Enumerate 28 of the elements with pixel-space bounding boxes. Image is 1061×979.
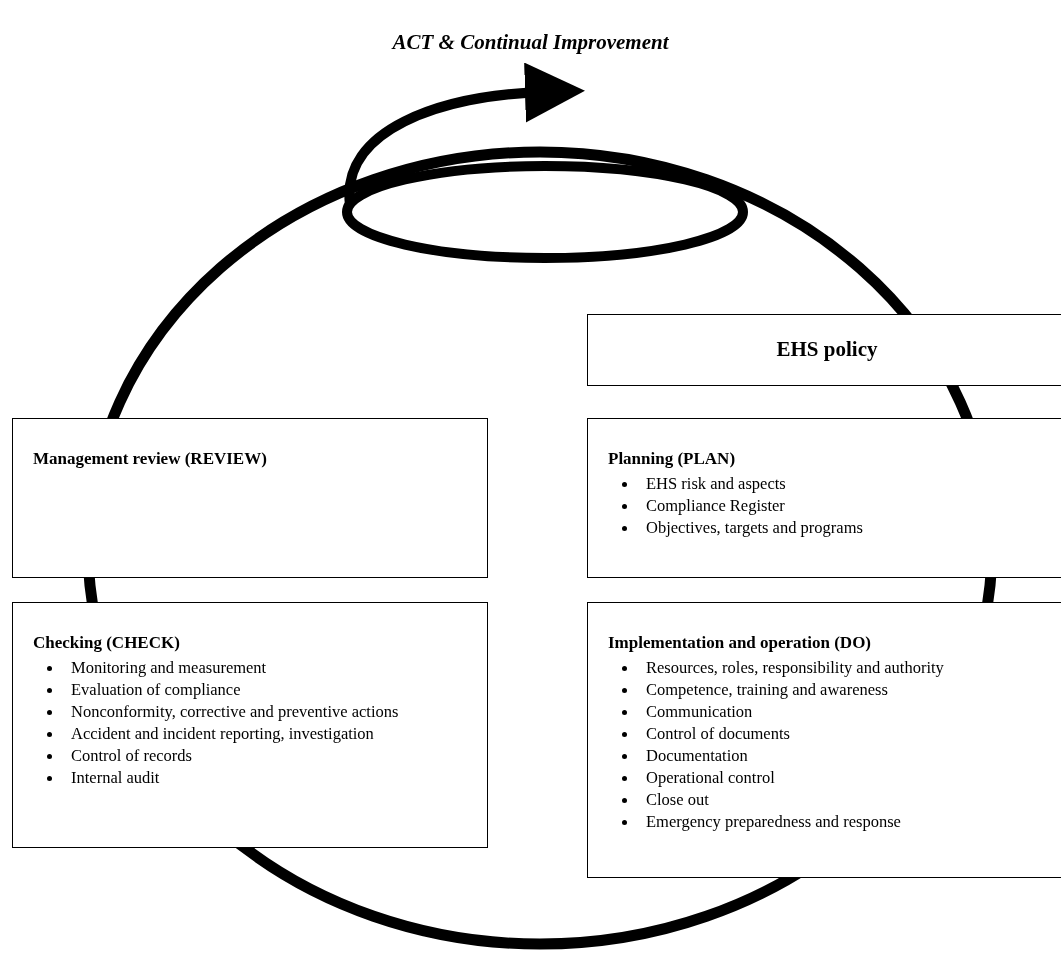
bullet-item: Emergency preparedness and response [646, 812, 901, 831]
box-heading: Management review (REVIEW) [33, 449, 267, 469]
box-heading: EHS policy [775, 337, 879, 362]
bullet-item: Internal audit [71, 768, 160, 787]
title: ACT & Continual Improvement [390, 30, 670, 55]
text-box [12, 418, 488, 578]
bullet-item: Control of records [71, 746, 192, 765]
bullet-item: Control of documents [646, 724, 790, 743]
bullet-item: Documentation [646, 746, 748, 765]
box-heading: Planning (PLAN) [608, 449, 736, 469]
text-box [587, 314, 1061, 386]
bullet-item: Evaluation of compliance [71, 680, 241, 699]
bullet-item: Resources, roles, responsibility and authority [646, 658, 944, 677]
text-box [587, 418, 1061, 578]
bullet-item: Operational control [646, 768, 775, 787]
bullet-item: Objectives, targets and programs [646, 518, 863, 537]
text-box [587, 602, 1061, 878]
text-box [12, 602, 488, 848]
bullet-item: Nonconformity, corrective and preventive actions [71, 702, 399, 721]
bullet-item: Monitoring and measurement [71, 658, 267, 677]
bullet-item: Accident and incident reporting, investigation [71, 724, 374, 743]
bullet-item: Compliance Register [646, 496, 785, 515]
bullet-item: EHS risk and aspects [646, 474, 786, 493]
box-heading: Checking (CHECK) [33, 633, 180, 653]
box-heading: Implementation and operation (DO) [608, 633, 872, 653]
bullet-item: Competence, training and awareness [646, 680, 888, 699]
bullet-item: Communication [646, 702, 753, 721]
bullet-item: Close out [646, 790, 709, 809]
